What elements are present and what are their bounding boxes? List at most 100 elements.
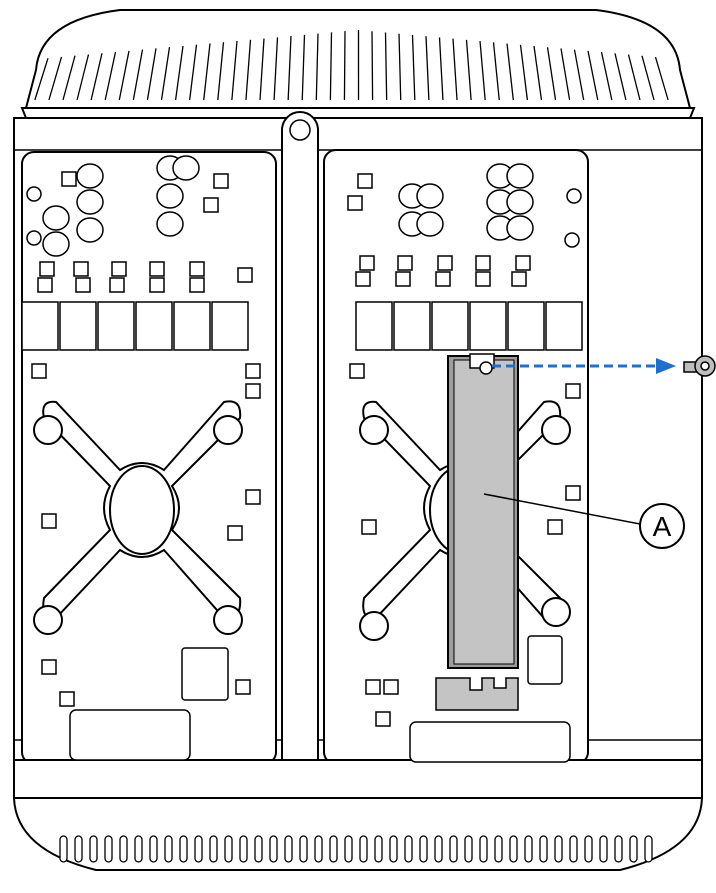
vent-slot bbox=[419, 835, 428, 863]
chip bbox=[507, 301, 545, 351]
smd-part bbox=[435, 271, 451, 287]
capacitor bbox=[76, 217, 104, 243]
fin-line bbox=[48, 56, 63, 101]
vent-slot bbox=[344, 835, 353, 863]
top-fin-ring bbox=[20, 9, 696, 119]
fin-line bbox=[329, 32, 333, 101]
board-screw bbox=[566, 188, 582, 204]
smd-part bbox=[41, 513, 57, 529]
vent-slot bbox=[449, 835, 458, 863]
fin-line bbox=[641, 55, 655, 101]
fin-line bbox=[398, 33, 402, 101]
fin-line bbox=[118, 50, 130, 101]
smd-part bbox=[245, 383, 261, 399]
smd-part bbox=[149, 261, 165, 277]
vent-slot bbox=[569, 835, 578, 863]
smd-part bbox=[437, 255, 453, 271]
smd-part bbox=[245, 489, 261, 505]
chip bbox=[393, 301, 431, 351]
vent-slot bbox=[134, 835, 143, 863]
chip bbox=[173, 301, 211, 351]
smd-part bbox=[347, 195, 363, 211]
screw-icon[interactable] bbox=[683, 355, 716, 377]
smd-part bbox=[395, 271, 411, 287]
chip bbox=[469, 301, 507, 351]
vent-slot bbox=[164, 835, 173, 863]
smd-part bbox=[565, 383, 581, 399]
vent-slot bbox=[194, 835, 203, 863]
fin-line bbox=[411, 34, 416, 101]
fin-line bbox=[600, 51, 613, 101]
fin-line bbox=[217, 42, 225, 101]
smd-part bbox=[213, 173, 229, 189]
vent-slot bbox=[614, 835, 623, 863]
fin-line bbox=[573, 49, 585, 101]
smd-part bbox=[41, 659, 57, 675]
fin-line bbox=[273, 37, 279, 101]
bottom-ring bbox=[12, 759, 704, 871]
vent-slot bbox=[314, 835, 323, 863]
fin-line bbox=[132, 49, 144, 101]
capacitor bbox=[76, 163, 104, 189]
vent-slot bbox=[254, 835, 263, 863]
smd-part bbox=[111, 261, 127, 277]
fin-line bbox=[371, 31, 374, 101]
fin-line bbox=[259, 38, 265, 101]
vent-slot bbox=[629, 835, 638, 863]
fin-line bbox=[533, 45, 543, 101]
vent-slot bbox=[584, 835, 593, 863]
smd-part bbox=[365, 679, 381, 695]
fin-line bbox=[465, 39, 472, 101]
capacitor bbox=[506, 163, 534, 189]
smd-part bbox=[227, 525, 243, 541]
fin-line bbox=[546, 47, 557, 101]
fin-line bbox=[174, 45, 184, 101]
vent-slot bbox=[404, 835, 413, 863]
smd-part bbox=[383, 679, 399, 695]
capacitor bbox=[506, 215, 534, 241]
smd-part bbox=[189, 261, 205, 277]
fin-line bbox=[90, 53, 103, 101]
fin-line bbox=[452, 38, 458, 101]
callout-a-label: A bbox=[653, 511, 672, 542]
smd-part bbox=[349, 363, 365, 379]
vent-slot bbox=[434, 835, 443, 863]
fin-line bbox=[614, 53, 627, 101]
vent-slot bbox=[89, 835, 98, 863]
fin-line bbox=[627, 54, 641, 101]
capacitor bbox=[416, 183, 444, 209]
fin-line bbox=[384, 32, 388, 101]
vent-slot bbox=[464, 835, 473, 863]
chip bbox=[21, 301, 59, 351]
chip bbox=[211, 301, 249, 351]
fin-line bbox=[231, 40, 238, 101]
ssd-connector bbox=[435, 677, 519, 711]
callout-a: A bbox=[483, 493, 685, 549]
smd-part bbox=[189, 277, 205, 293]
fin-line bbox=[506, 43, 514, 101]
board-screw bbox=[26, 230, 42, 246]
fin-line bbox=[438, 37, 444, 101]
ssd-module[interactable] bbox=[435, 353, 519, 711]
fin-line bbox=[189, 44, 198, 101]
smd-part bbox=[31, 363, 47, 379]
fin-line bbox=[343, 31, 346, 101]
smd-part bbox=[73, 261, 89, 277]
fin-line bbox=[301, 34, 306, 101]
chip bbox=[59, 301, 97, 351]
capacitor bbox=[76, 189, 104, 215]
smd-part bbox=[75, 277, 91, 293]
vent-slot bbox=[239, 835, 248, 863]
fin-line bbox=[315, 33, 319, 101]
capacitor bbox=[416, 211, 444, 237]
center-post bbox=[281, 111, 319, 813]
fin-line bbox=[560, 48, 571, 101]
smd-part bbox=[565, 485, 581, 501]
vent-slot bbox=[74, 835, 83, 863]
capacitor bbox=[156, 183, 184, 209]
smd-part bbox=[475, 255, 491, 271]
fin-line bbox=[62, 55, 76, 101]
vent-slot bbox=[59, 835, 68, 863]
vent-slot bbox=[374, 835, 383, 863]
board-screw bbox=[26, 186, 42, 202]
